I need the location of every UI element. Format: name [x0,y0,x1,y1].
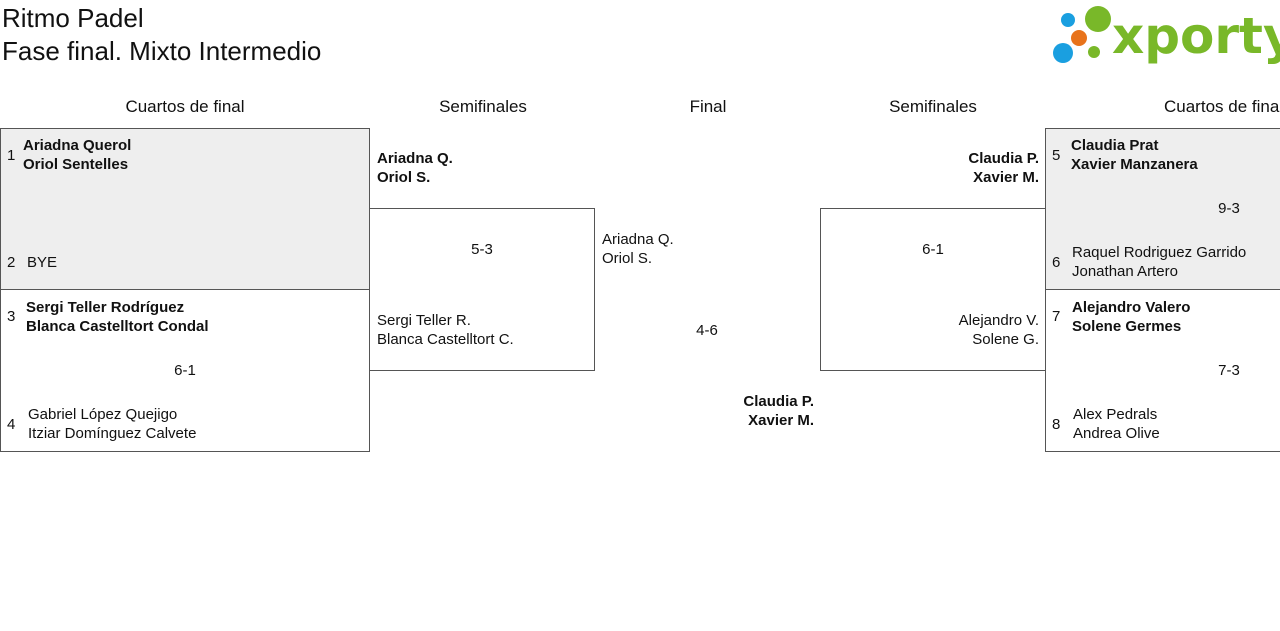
round-header-qf-left: Cuartos de final [125,97,245,116]
team-qf3-bottom: Raquel Rodriguez Garrido Jonathan Artero [1072,243,1246,281]
team-qf4-bottom: Alex Pedrals Andrea Olive [1073,405,1160,443]
score-qf4: 7-3 [1218,362,1240,379]
seed-number: 8 [1052,416,1061,433]
player-name: Claudia Prat [1071,137,1159,154]
score-sf-left: 5-3 [471,241,493,258]
player-name: Sergi Teller R. [377,312,471,329]
team-qf2-top: Sergi Teller Rodríguez Blanca Castelltor… [26,298,209,336]
team-sf-right-bottom: Alejandro V. Solene G. [919,311,1039,349]
player-name: Ariadna Q. [377,150,453,167]
seed-number: 6 [1052,254,1061,271]
player-name: Gabriel López Quejigo [28,406,178,423]
player-name: Sergi Teller Rodríguez [26,299,185,316]
player-name: Solene Germes [1072,318,1182,335]
seed-number: 1 [7,147,16,164]
player-name: Alejandro V. [958,312,1039,329]
player-name: Ariadna Q. [602,231,674,248]
team-sf-right-top: Claudia P. Xavier M. [919,149,1039,187]
player-name: Raquel Rodriguez Garrido [1072,244,1247,261]
player-name: Claudia P. [968,150,1039,167]
logo-text: xporty [1112,7,1280,65]
seed-number: 7 [1052,308,1061,325]
match-box-qf1 [0,128,370,290]
team-qf4-top: Alejandro Valero Solene Germes [1072,298,1190,336]
team-qf2-bottom: Gabriel López Quejigo Itziar Domínguez C… [28,405,196,443]
seed-number: 3 [7,308,16,325]
score-sf-right: 6-1 [922,241,944,258]
team-final-left: Ariadna Q. Oriol S. [602,230,674,268]
team-qf3-top: Claudia Prat Xavier Manzanera [1071,136,1198,174]
player-name: Oriol Sentelles [23,156,129,173]
team-qf1-top: Ariadna Querol Oriol Sentelles [23,136,131,174]
player-name: Oriol S. [602,250,653,267]
player-name: Xavier Manzanera [1071,156,1198,173]
seed-number: 4 [7,416,16,433]
round-header-final: Final [689,97,727,116]
team-sf-left-top: Ariadna Q. Oriol S. [377,149,453,187]
player-name: Jonathan Artero [1072,263,1178,280]
player-name: Alex Pedrals [1073,406,1158,423]
score-qf2: 6-1 [174,362,196,379]
score-qf3: 9-3 [1218,200,1240,217]
player-name: Ariadna Querol [23,137,132,154]
player-name: Blanca Castelltort C. [377,331,514,348]
player-name: Xavier M. [748,412,814,429]
player-name: Blanca Castelltort Condal [26,318,209,335]
player-name: Oriol S. [377,169,431,186]
player-name: BYE [27,254,58,271]
player-name: Alejandro Valero [1072,299,1191,316]
team-final-winner: Claudia P. Xavier M. [714,392,814,430]
player-name: Andrea Olive [1073,425,1160,442]
player-name: Itziar Domínguez Calvete [28,425,197,442]
round-header-qf-right: Cuartos de final [1164,97,1280,116]
seed-number: 5 [1052,147,1061,164]
match-box-sf-left [369,208,595,371]
round-header-sf-right: Semifinales [889,97,977,116]
team-sf-left-bottom: Sergi Teller R. Blanca Castelltort C. [377,311,514,349]
club-title: Ritmo Padel [2,3,144,33]
score-final: 4-6 [696,322,718,339]
team-qf1-bottom: BYE [27,253,57,272]
round-header-sf-left: Semifinales [439,97,527,116]
player-name: Claudia P. [743,393,814,410]
phase-title: Fase final. Mixto Intermedio [2,36,322,66]
player-name: Solene G. [972,331,1039,348]
logo-dots-icon [1053,6,1111,63]
seed-number: 2 [7,254,16,271]
player-name: Xavier M. [973,169,1039,186]
match-box-qf4 [1045,289,1280,452]
xporty-logo: xporty [1050,4,1280,68]
